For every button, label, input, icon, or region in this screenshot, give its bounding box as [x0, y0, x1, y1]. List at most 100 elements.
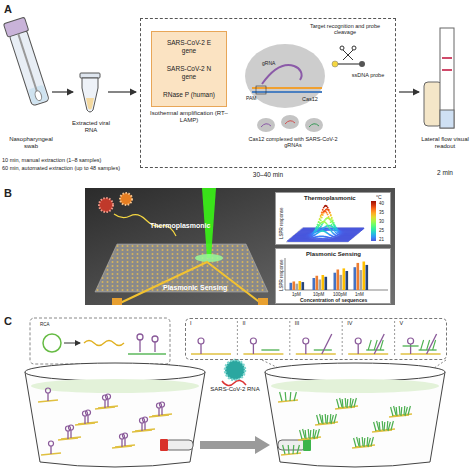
ssdna-probe — [359, 61, 365, 67]
reaction-tank — [265, 363, 445, 381]
surface-plot — [361, 228, 363, 230]
surface-plot — [346, 237, 348, 239]
surface-plot — [346, 236, 348, 238]
surface-plot — [349, 237, 351, 239]
surface-plot — [337, 229, 339, 231]
probe-molecule — [345, 398, 347, 407]
panel-letter: B — [4, 187, 12, 200]
surface-plot — [324, 240, 326, 242]
surface-plot — [349, 229, 351, 231]
surface-plot — [301, 228, 303, 230]
surface-plot — [293, 238, 295, 240]
step-illustration — [419, 349, 437, 350]
surface-plot — [309, 230, 311, 232]
surface-plot — [315, 230, 317, 232]
surface-plot — [309, 231, 311, 233]
surface-plot — [336, 229, 338, 231]
surface-plot — [325, 205, 327, 207]
surface-plot — [354, 232, 356, 234]
probe-molecule — [300, 430, 302, 439]
surface-plot — [319, 219, 321, 221]
step-caption: Nasopharyngeal swab — [2, 136, 60, 150]
surface-plot — [335, 227, 337, 229]
surface-plot — [298, 233, 300, 235]
surface-plot — [322, 227, 324, 229]
surface-plot — [317, 229, 319, 231]
surface-plot — [347, 231, 349, 233]
readout-tube — [165, 440, 193, 450]
surface-plot — [334, 239, 336, 241]
surface-plot — [335, 228, 337, 230]
surface-plot — [339, 228, 341, 230]
probe-molecule — [49, 441, 54, 446]
node-text: Plasmonic Sensing — [306, 251, 361, 258]
reaction-tank — [25, 363, 205, 381]
step-caption: Target recognition and probe cleavage — [300, 23, 390, 36]
step-illustration — [410, 344, 411, 354]
surface-plot — [350, 233, 352, 235]
surface-plot — [344, 235, 346, 237]
scene-label: Plasmonic Sensing — [163, 284, 227, 292]
surface-plot — [316, 229, 318, 231]
surface-plot — [319, 231, 321, 233]
surface-plot — [330, 238, 332, 240]
surface-plot — [326, 223, 328, 225]
surface-plot — [298, 236, 300, 238]
surface-plot — [313, 240, 315, 242]
surface-plot — [336, 235, 338, 237]
surface-plot — [294, 236, 296, 238]
surface-plot — [295, 236, 297, 238]
surface-plot — [334, 229, 336, 231]
surface-plot — [326, 205, 328, 207]
surface-plot — [321, 227, 323, 229]
surface-plot — [311, 238, 313, 240]
step-illustration — [322, 334, 332, 354]
rca-box — [128, 353, 166, 354]
surface-plot — [347, 228, 349, 230]
surface-plot — [323, 229, 325, 231]
surface-plot — [314, 239, 316, 241]
surface-plot — [309, 239, 311, 241]
surface-plot — [313, 230, 315, 232]
probe-molecule — [144, 422, 145, 430]
probe-molecule — [143, 417, 148, 422]
surface-plot — [331, 240, 333, 242]
node-text: 35 — [379, 210, 384, 215]
surface-plot — [337, 230, 339, 232]
surface-plot — [339, 230, 341, 232]
surface-plot — [328, 216, 330, 218]
surface-plot — [297, 236, 299, 238]
surface-plot — [320, 240, 322, 242]
bar-chart — [316, 276, 319, 290]
probe-molecule — [303, 429, 305, 438]
surface-plot — [330, 221, 332, 223]
node-text: II — [242, 320, 245, 326]
surface-plot — [357, 232, 359, 234]
step-caption: Cas12 complexed with SARS-CoV-2 gRNAs — [248, 136, 338, 149]
surface-plot — [305, 234, 307, 236]
surface-plot — [322, 236, 324, 238]
surface-plot — [326, 212, 328, 214]
surface-plot — [339, 235, 341, 237]
surface-plot — [323, 227, 325, 229]
surface-plot — [333, 227, 335, 229]
surface-plot — [356, 228, 358, 230]
surface-plot — [318, 230, 320, 232]
surface-plot — [336, 229, 338, 231]
step-illustration — [261, 349, 279, 350]
surface-plot — [325, 228, 327, 230]
surface-plot — [356, 229, 358, 231]
surface-plot — [319, 227, 321, 229]
plasmonic-scene — [195, 254, 223, 262]
surface-plot — [345, 231, 347, 233]
surface-plot — [360, 228, 362, 230]
surface-plot — [338, 231, 340, 233]
surface-plot — [327, 209, 329, 211]
surface-plot — [300, 232, 302, 234]
surface-plot — [292, 238, 294, 240]
surface-plot — [324, 226, 326, 228]
surface-plot — [341, 235, 343, 237]
surface-plot — [312, 234, 314, 236]
surface-plot — [301, 238, 303, 240]
